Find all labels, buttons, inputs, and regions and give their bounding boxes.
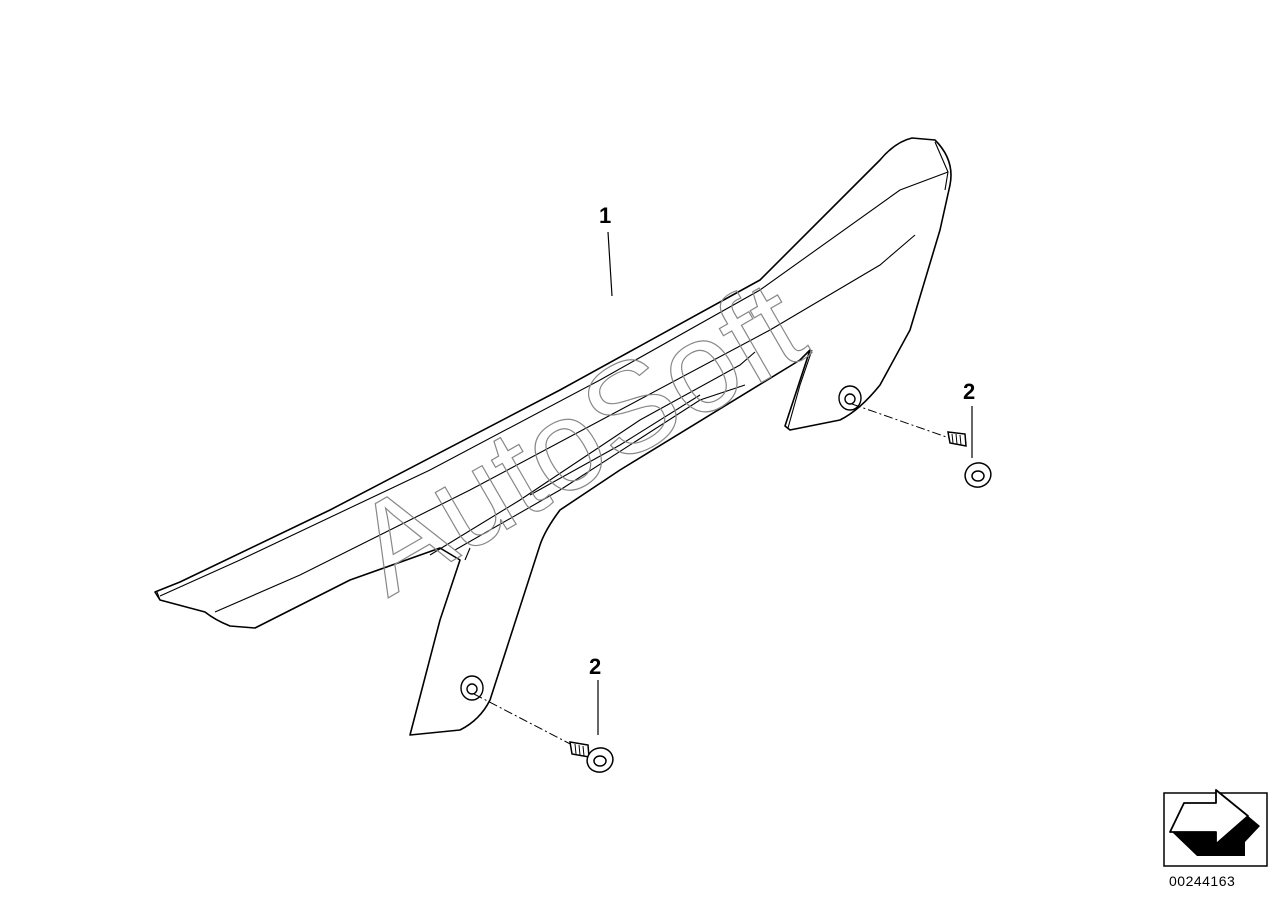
diagram-number: 00244163	[1169, 873, 1236, 889]
watermark: AutoSoft	[331, 253, 828, 622]
chain-guard-part	[154, 137, 952, 736]
assembly-lines	[473, 403, 956, 749]
chain-guard-contours	[156, 141, 949, 613]
next-arrow-icon	[1163, 789, 1268, 867]
screw-right	[947, 431, 992, 488]
callout-2-right: 2	[963, 379, 976, 404]
mounting-holes	[460, 385, 862, 701]
callout-1: 1	[599, 203, 612, 228]
leader-lines	[597, 231, 973, 735]
screw-bottom	[569, 741, 614, 773]
callout-2-bottom: 2	[589, 654, 602, 679]
